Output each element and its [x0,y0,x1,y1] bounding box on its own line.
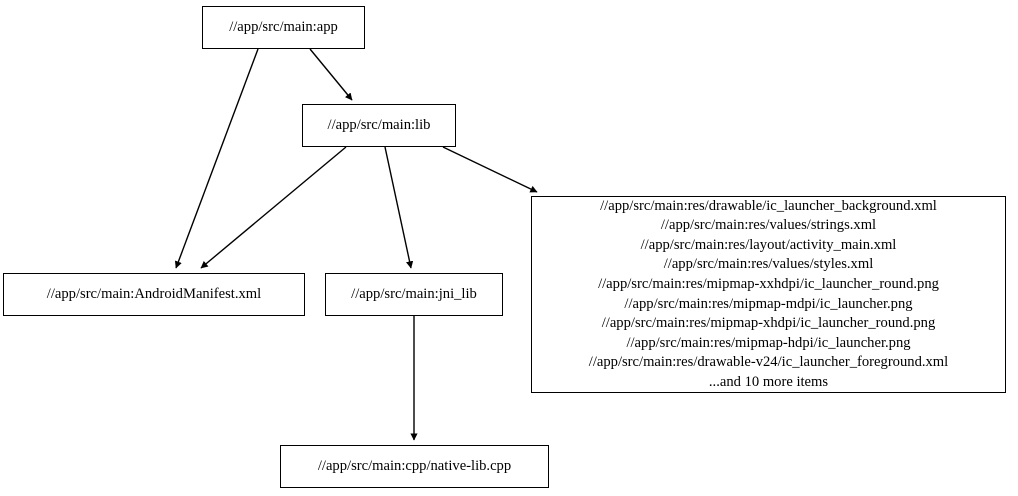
node-resources-list[interactable]: //app/src/main:res/drawable/ic_launcher_… [531,196,1006,393]
node-native-lib-cpp[interactable]: //app/src/main:cpp/native-lib.cpp [280,445,549,488]
node-android-manifest-label: //app/src/main:AndroidManifest.xml [46,286,262,303]
edge-lib-to-resources [442,146,538,193]
node-lib[interactable]: //app/src/main:lib [302,104,456,147]
resource-line: //app/src/main:res/drawable-v24/ic_launc… [588,354,949,371]
node-jni-lib[interactable]: //app/src/main:jni_lib [325,273,503,316]
resource-line: //app/src/main:res/drawable/ic_launcher_… [600,197,937,214]
node-lib-label: //app/src/main:lib [327,117,431,134]
node-android-manifest[interactable]: //app/src/main:AndroidManifest.xml [3,273,305,316]
resource-line: //app/src/main:res/mipmap-hdpi/ic_launch… [626,334,911,351]
edge-lib-to-jni-lib [384,146,414,269]
node-resources-list-lines: //app/src/main:res/drawable/ic_launcher_… [538,197,999,393]
resource-line: //app/src/main:res/values/strings.xml [660,217,877,234]
edge-lib-to-manifest [200,146,347,269]
resource-line: //app/src/main:res/values/styles.xml [663,256,874,273]
resource-line: //app/src/main:res/mipmap-mdpi/ic_launch… [624,295,913,312]
node-native-lib-cpp-label: //app/src/main:cpp/native-lib.cpp [317,458,512,475]
resource-line-more-items: ...and 10 more items [708,373,829,390]
resource-line: //app/src/main:res/mipmap-xxhdpi/ic_laun… [598,275,939,292]
node-app-label: //app/src/main:app [229,19,338,36]
resource-line: //app/src/main:res/mipmap-xhdpi/ic_launc… [601,315,936,332]
node-jni-lib-label: //app/src/main:jni_lib [351,286,477,303]
edge-app-to-manifest [174,48,259,269]
resource-line: //app/src/main:res/layout/activity_main.… [640,236,897,253]
node-app[interactable]: //app/src/main:app [202,6,365,49]
edge-app-to-lib [309,48,353,101]
